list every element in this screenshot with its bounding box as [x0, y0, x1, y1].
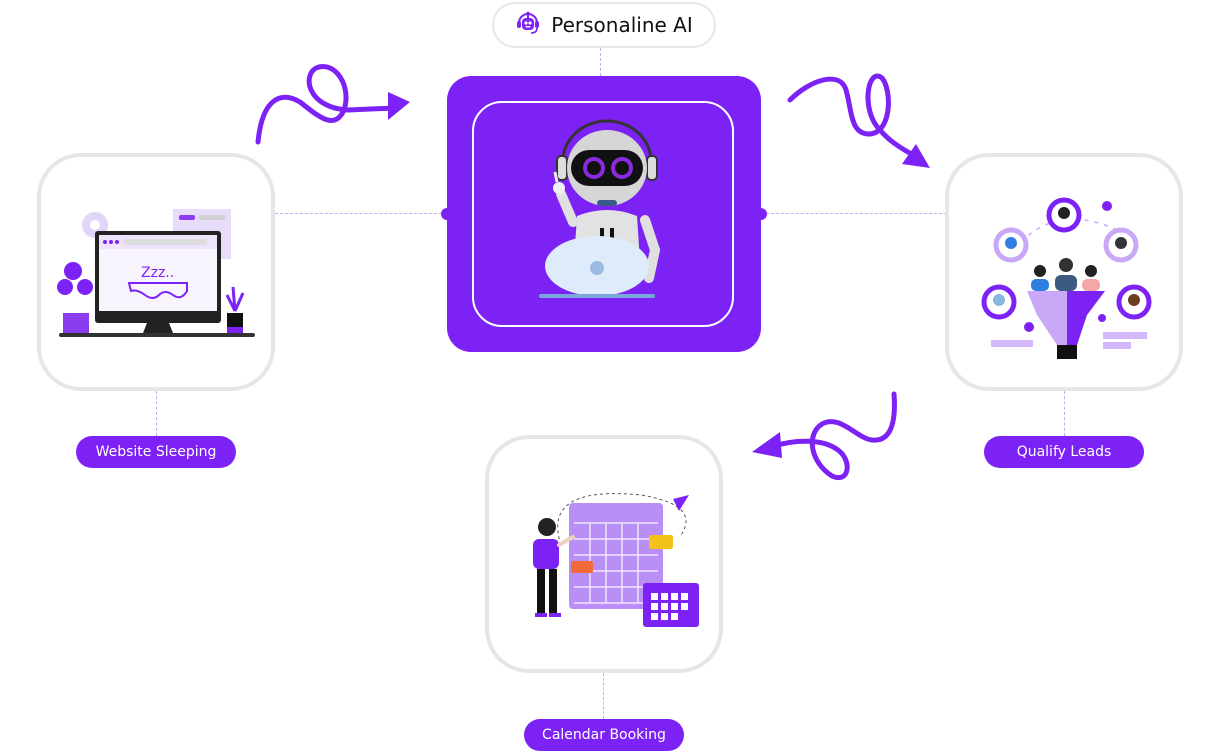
- center-inner-frame: [472, 101, 734, 327]
- robot-icon: [515, 10, 541, 40]
- right-connector: [761, 213, 947, 214]
- step-card-calendar-booking: [485, 435, 723, 673]
- left-connector: [275, 213, 447, 214]
- curly-arrow-to-qualify: [787, 73, 930, 168]
- website-sleeping-connector: [156, 391, 157, 436]
- step-label-calendar-booking: Calendar Booking: [524, 719, 684, 751]
- lead-funnel-illustration: [981, 197, 1152, 359]
- curly-arrow-to-center: [255, 64, 410, 145]
- center-card: [441, 76, 767, 352]
- step-label-qualify-leads: Qualify Leads: [984, 436, 1144, 468]
- sleeping-computer-illustration: Zzz..: [57, 209, 255, 337]
- qualify-leads-connector: [1064, 391, 1065, 436]
- right-connector-knob: [755, 208, 767, 220]
- robot-with-laptop-illustration: [539, 119, 661, 298]
- left-connector-knob: [441, 208, 453, 220]
- calendar-booking-connector: [603, 673, 604, 719]
- app-title: Personaline AI: [551, 13, 693, 37]
- step-label-website-sleeping: Website Sleeping: [76, 436, 236, 468]
- svg-text:Zzz..: Zzz..: [141, 265, 174, 281]
- calendar-planning-illustration: [533, 493, 699, 627]
- step-card-qualify-leads: [945, 153, 1183, 391]
- step-card-website-sleeping: Zzz..: [37, 153, 275, 391]
- curly-arrow-to-calendar: [752, 391, 897, 481]
- title-badge: Personaline AI: [492, 2, 716, 48]
- title-connector: [600, 48, 601, 76]
